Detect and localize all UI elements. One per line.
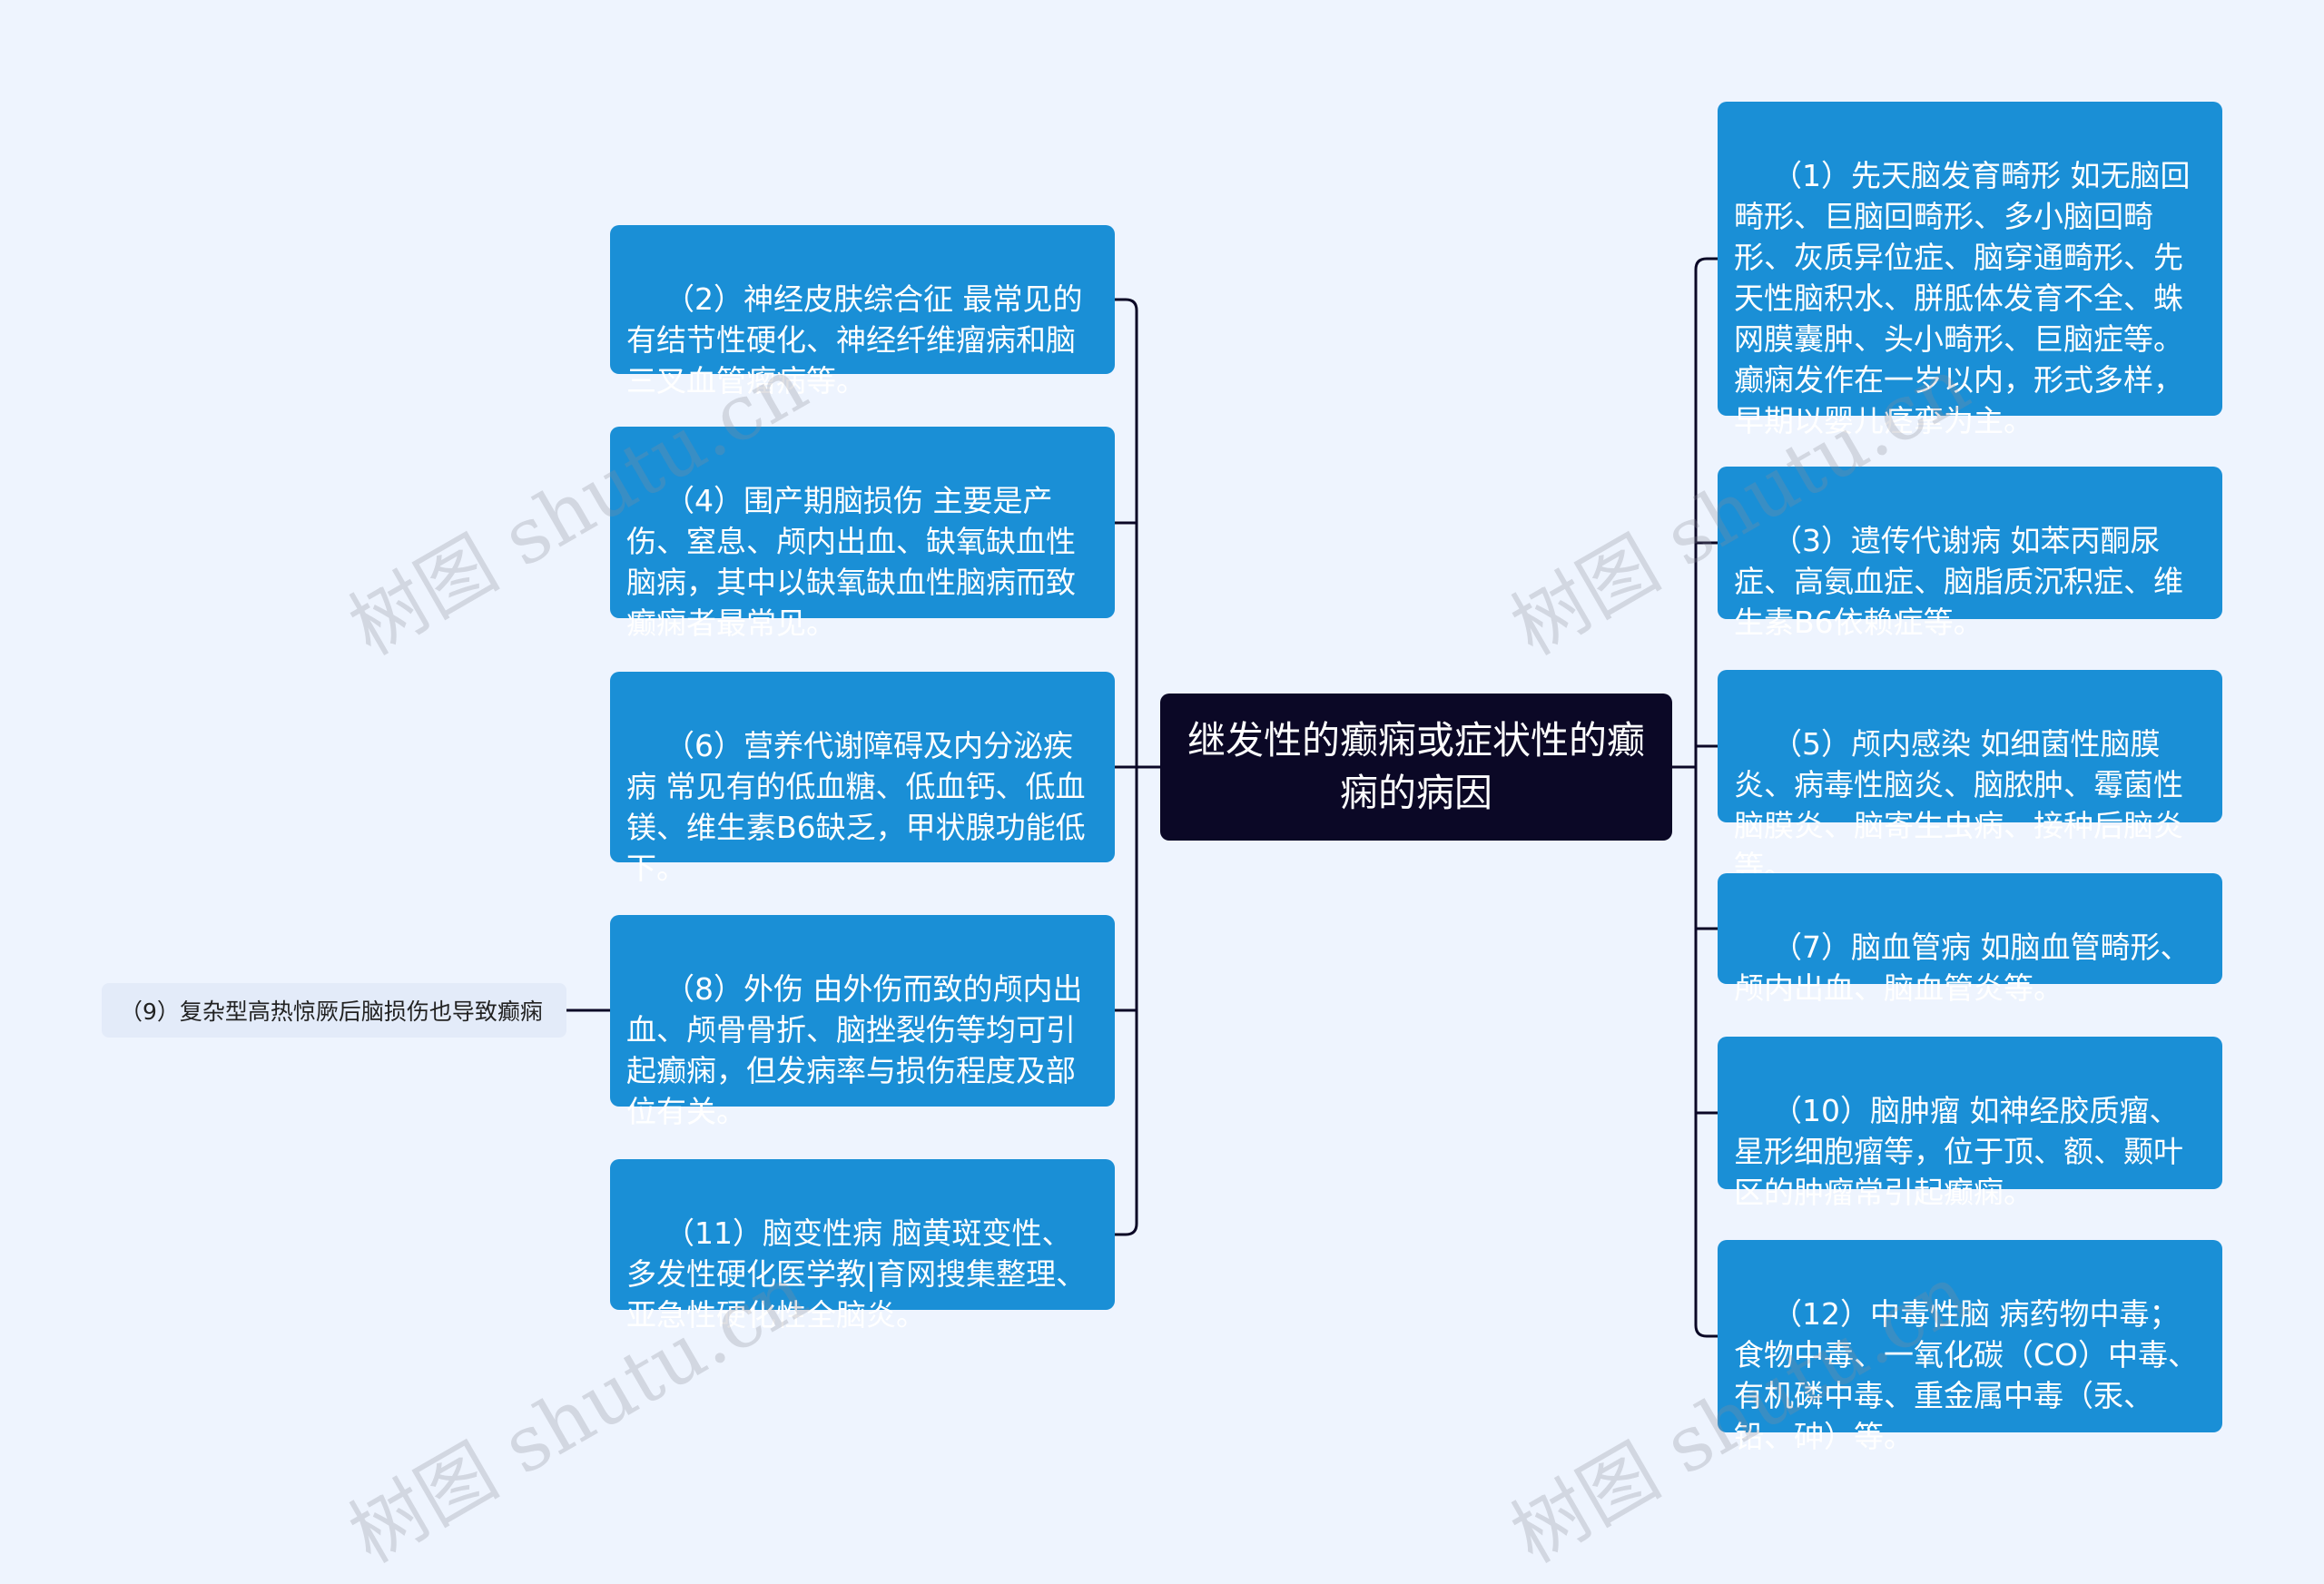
topic-cause-7-label: （7）脑血管病 如脑血管畸形、颅内出血、脑血管炎等。 [1734,930,2191,1006]
topic-cause-1-label: （1）先天脑发育畸形 如无脑回畸形、巨脑回畸形、多小脑回畸形、灰质异位症、脑穿通… [1734,158,2191,438]
topic-cause-8-label: （8）外伤 由外伤而致的颅内出血、颅骨骨折、脑挫裂伤等均可引起癫痫，但发病率与损… [626,971,1083,1129]
connector-left-branch [1115,1223,1138,1236]
topic-cause-2-label: （2）神经皮肤综合征 最常见的有结节性硬化、神经纤维瘤病和脑三叉血管瘤病等。 [626,281,1083,398]
topic-cause-2[interactable]: （2）神经皮肤综合征 最常见的有结节性硬化、神经纤维瘤病和脑三叉血管瘤病等。 [610,225,1115,398]
root-topic-label: 继发性的癫痫或症状性的癫痫的病因 [1187,718,1646,815]
topic-cause-8[interactable]: （8）外伤 由外伤而致的颅内出血、颅骨骨折、脑挫裂伤等均可引起癫痫，但发病率与损… [610,915,1115,1129]
root-topic[interactable]: 继发性的癫痫或症状性的癫痫的病因 [1160,694,1672,841]
topic-cause-4[interactable]: （4）围产期脑损伤 主要是产伤、窒息、颅内出血、缺氧缺血性脑病，其中以缺氧缺血性… [610,427,1115,641]
topic-cause-11-label: （11）脑变性病 脑黄斑变性、多发性硬化医学教|育网搜集整理、亚急性硬化性全脑炎… [626,1215,1087,1333]
topic-cause-12-label: （12）中毒性脑 病药物中毒；食物中毒、一氧化碳（CO）中毒、有机磷中毒、重金属… [1734,1296,2199,1454]
topic-cause-10-label: （10）脑肿瘤 如神经胶质瘤、星形细胞瘤等，位于顶、额、颞叶区的肿瘤常引起癫痫。 [1734,1093,2183,1210]
connector-right-branch [1694,1324,1718,1338]
topic-cause-5[interactable]: （5）颅内感染 如细菌性脑膜炎、病毒性脑炎、脑脓肿、霉菌性脑膜炎、脑寄生虫病、接… [1718,670,2222,884]
topic-cause-7[interactable]: （7）脑血管病 如脑血管畸形、颅内出血、脑血管炎等。 [1718,873,2222,1006]
topic-cause-1[interactable]: （1）先天脑发育畸形 如无脑回畸形、巨脑回畸形、多小脑回畸形、灰质异位症、脑穿通… [1718,102,2222,438]
mind-map-canvas: 继发性的癫痫或症状性的癫痫的病因 （2）神经皮肤综合征 最常见的有结节性硬化、神… [102,102,2222,1579]
topic-cause-3[interactable]: （3）遗传代谢病 如苯丙酮尿症、高氨血症、脑脂质沉积症、维生素B6依赖症等。 [1718,467,2222,640]
topic-cause-12[interactable]: （12）中毒性脑 病药物中毒；食物中毒、一氧化碳（CO）中毒、有机磷中毒、重金属… [1718,1240,2222,1454]
connector-right-branch [1694,257,1718,271]
topic-cause-6[interactable]: （6）营养代谢障碍及内分泌疾病 常见有的低血糖、低血钙、低血镁、维生素B6缺乏，… [610,672,1115,886]
topic-cause-4-label: （4）围产期脑损伤 主要是产伤、窒息、颅内出血、缺氧缺血性脑病，其中以缺氧缺血性… [626,483,1076,641]
topic-cause-5-label: （5）颅内感染 如细菌性脑膜炎、病毒性脑炎、脑脓肿、霉菌性脑膜炎、脑寄生虫病、接… [1734,726,2183,884]
connector-left-branch [1115,298,1138,311]
subtopic-cause-9[interactable]: （9）复杂型高热惊厥后脑损伤也导致癫痫 [102,983,566,1038]
topic-cause-11[interactable]: （11）脑变性病 脑黄斑变性、多发性硬化医学教|育网搜集整理、亚急性硬化性全脑炎… [610,1159,1115,1333]
topic-cause-10[interactable]: （10）脑肿瘤 如神经胶质瘤、星形细胞瘤等，位于顶、额、颞叶区的肿瘤常引起癫痫。 [1718,1037,2222,1210]
topic-cause-6-label: （6）营养代谢障碍及内分泌疾病 常见有的低血糖、低血钙、低血镁、维生素B6缺乏，… [626,728,1086,886]
topic-cause-3-label: （3）遗传代谢病 如苯丙酮尿症、高氨血症、脑脂质沉积症、维生素B6依赖症等。 [1734,523,2183,640]
subtopic-cause-9-label: （9）复杂型高热惊厥后脑损伤也导致癫痫 [120,999,543,1025]
connector-lines [566,257,1718,1338]
